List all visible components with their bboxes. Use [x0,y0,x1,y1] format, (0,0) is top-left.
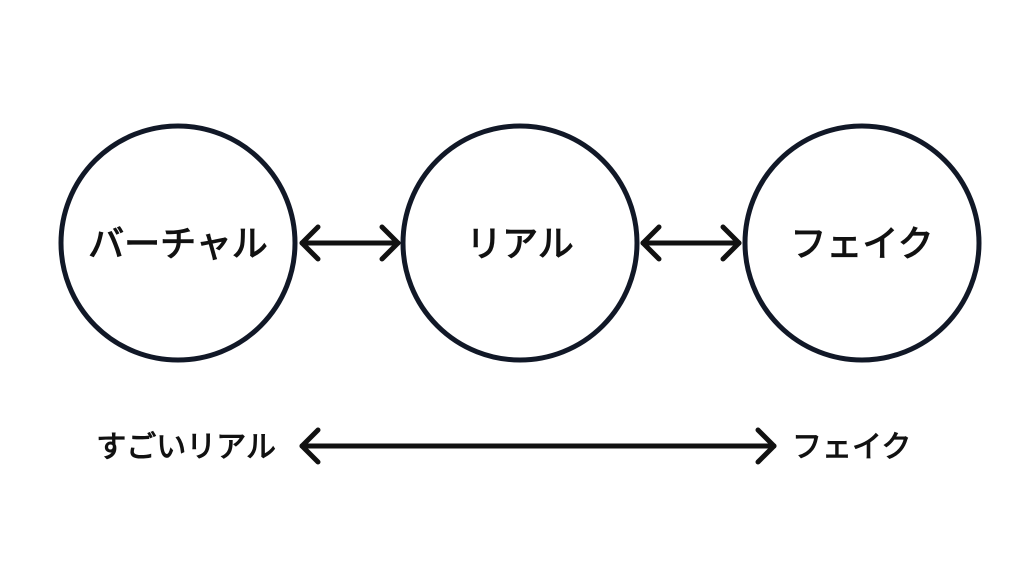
fake-node-label: フェイク [790,224,933,265]
virtual-node-circle [58,123,298,363]
virtual-real-double-arrow [299,224,401,262]
real-fake-double-arrow [640,224,742,262]
fake-node-circle [742,123,982,363]
spectrum-right-label: フェイク [792,430,911,465]
virtual-node-label: バーチャル [88,224,268,265]
real-node-label: リアル [466,224,574,265]
spectrum-left-label: すごいリアル [96,430,276,465]
spectrum-double-arrow [299,427,777,465]
real-node-circle [400,123,640,363]
